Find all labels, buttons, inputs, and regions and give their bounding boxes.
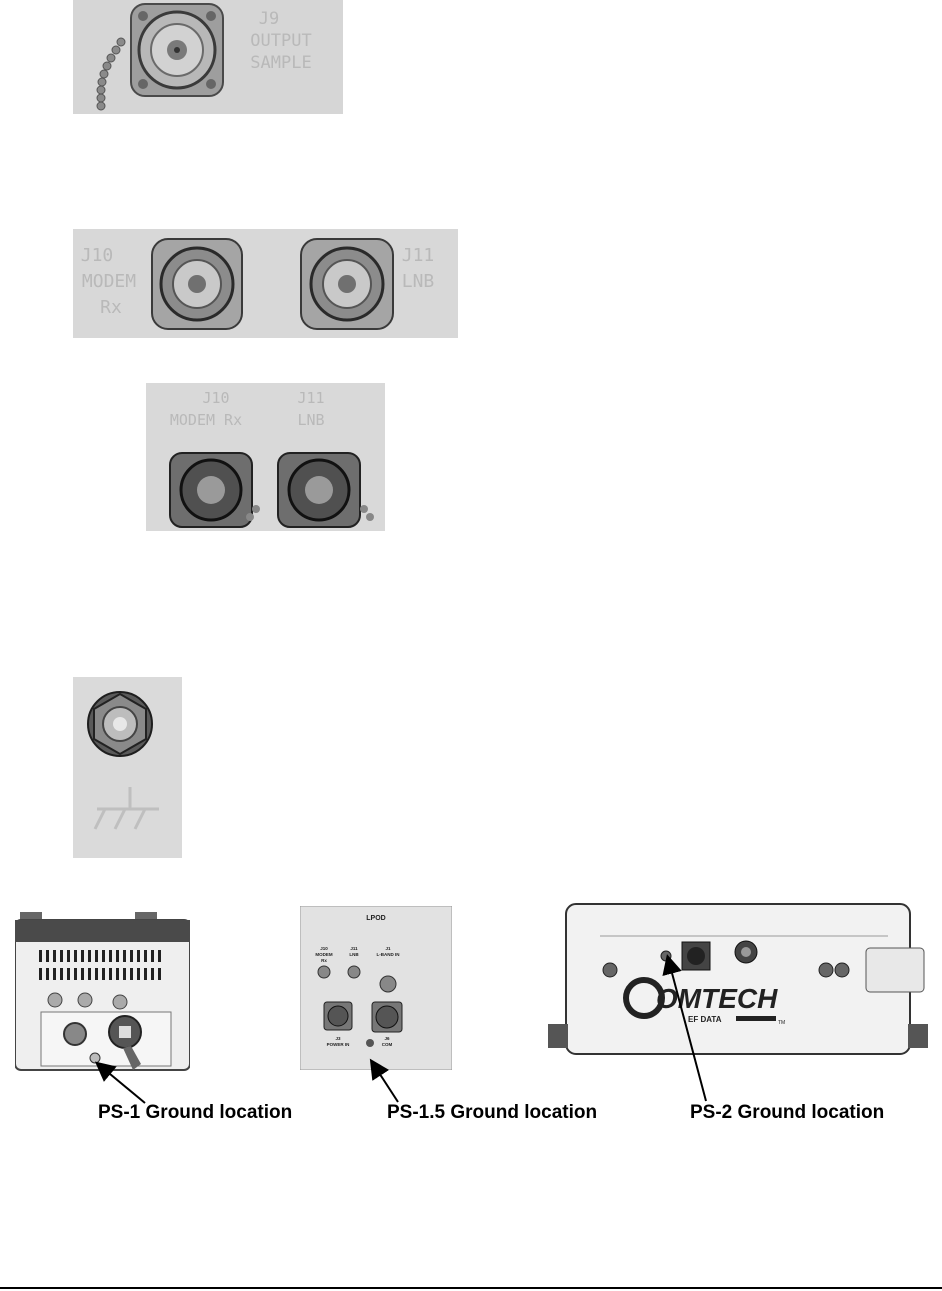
lpod-j1-label-2: L-BAND IN <box>377 952 400 957</box>
ps1-unit-illustration <box>15 912 190 1072</box>
closeup-j11-line1: J11 <box>297 389 324 407</box>
j9-connector-illustration: J9 OUTPUT SAMPLE <box>73 0 343 114</box>
j10-j11-closeup-illustration: J10 MODEM Rx J11 LNB <box>146 383 385 531</box>
lpod-unit-photo: LPOD J10 MODEM Rx J11 LNB J1 L-BAND IN J… <box>300 906 452 1070</box>
j10-engraving-line1: J10 <box>81 245 114 266</box>
closeup-j10-line2: MODEM Rx <box>170 411 242 429</box>
j10-engraving-line3: Rx <box>100 297 122 318</box>
j9-engraving-line3: SAMPLE <box>250 53 311 73</box>
j9-connector-photo: J9 OUTPUT SAMPLE <box>73 0 343 114</box>
closeup-j11-line2: LNB <box>297 411 324 429</box>
closeup-j10-line1: J10 <box>202 389 229 407</box>
ps15-ground-caption: PS-1.5 Ground location <box>387 1102 597 1124</box>
lpod-j3-label-1: J3 <box>335 1036 341 1041</box>
lpod-j10-label-3: Rx <box>321 958 327 963</box>
j9-engraving-line2: OUTPUT <box>250 31 311 51</box>
lpod-j6-label-1: J6 <box>384 1036 390 1041</box>
page-bottom-rule <box>0 1287 942 1289</box>
ps2-logo-subtext: EF DATA <box>688 1015 722 1024</box>
lpod-title: LPOD <box>366 915 385 922</box>
ground-stud-photo <box>73 677 182 858</box>
ground-stud-illustration <box>73 677 182 858</box>
lpod-j10-label-2: MODEM <box>315 952 333 957</box>
lpod-j11-label-2: LNB <box>349 952 359 957</box>
j10-j11-connectors-photo: J10 MODEM Rx J11 LNB <box>73 229 458 338</box>
lpod-j11-label-1: J11 <box>350 946 358 951</box>
ps2-ground-caption: PS-2 Ground location <box>690 1102 884 1124</box>
lpod-j1-label-1: J1 <box>385 946 391 951</box>
lpod-j3-label-2: POWER IN <box>327 1042 350 1047</box>
j9-engraving-line1: J9 <box>259 9 279 29</box>
ps2-logo-text: OMTECH <box>656 983 778 1014</box>
lpod-j10-label-1: J10 <box>320 946 328 951</box>
ps2-unit-photo: OMTECH EF DATA TM <box>548 900 928 1060</box>
ps1-unit-photo <box>15 912 190 1072</box>
j10-j11-illustration: J10 MODEM Rx J11 LNB <box>73 229 458 338</box>
ps1-ground-caption: PS-1 Ground location <box>98 1102 292 1124</box>
j10-j11-closeup-photo: J10 MODEM Rx J11 LNB <box>146 383 385 531</box>
lpod-unit-illustration: LPOD J10 MODEM Rx J11 LNB J1 L-BAND IN J… <box>300 906 452 1070</box>
j10-engraving-line2: MODEM <box>82 271 136 292</box>
j11-engraving-line2: LNB <box>402 271 435 292</box>
j11-engraving-line1: J11 <box>402 245 435 266</box>
lpod-j6-label-2: COM <box>382 1042 393 1047</box>
ps2-unit-illustration: OMTECH EF DATA TM <box>548 900 928 1060</box>
ps2-logo-tm: TM <box>778 1020 785 1026</box>
